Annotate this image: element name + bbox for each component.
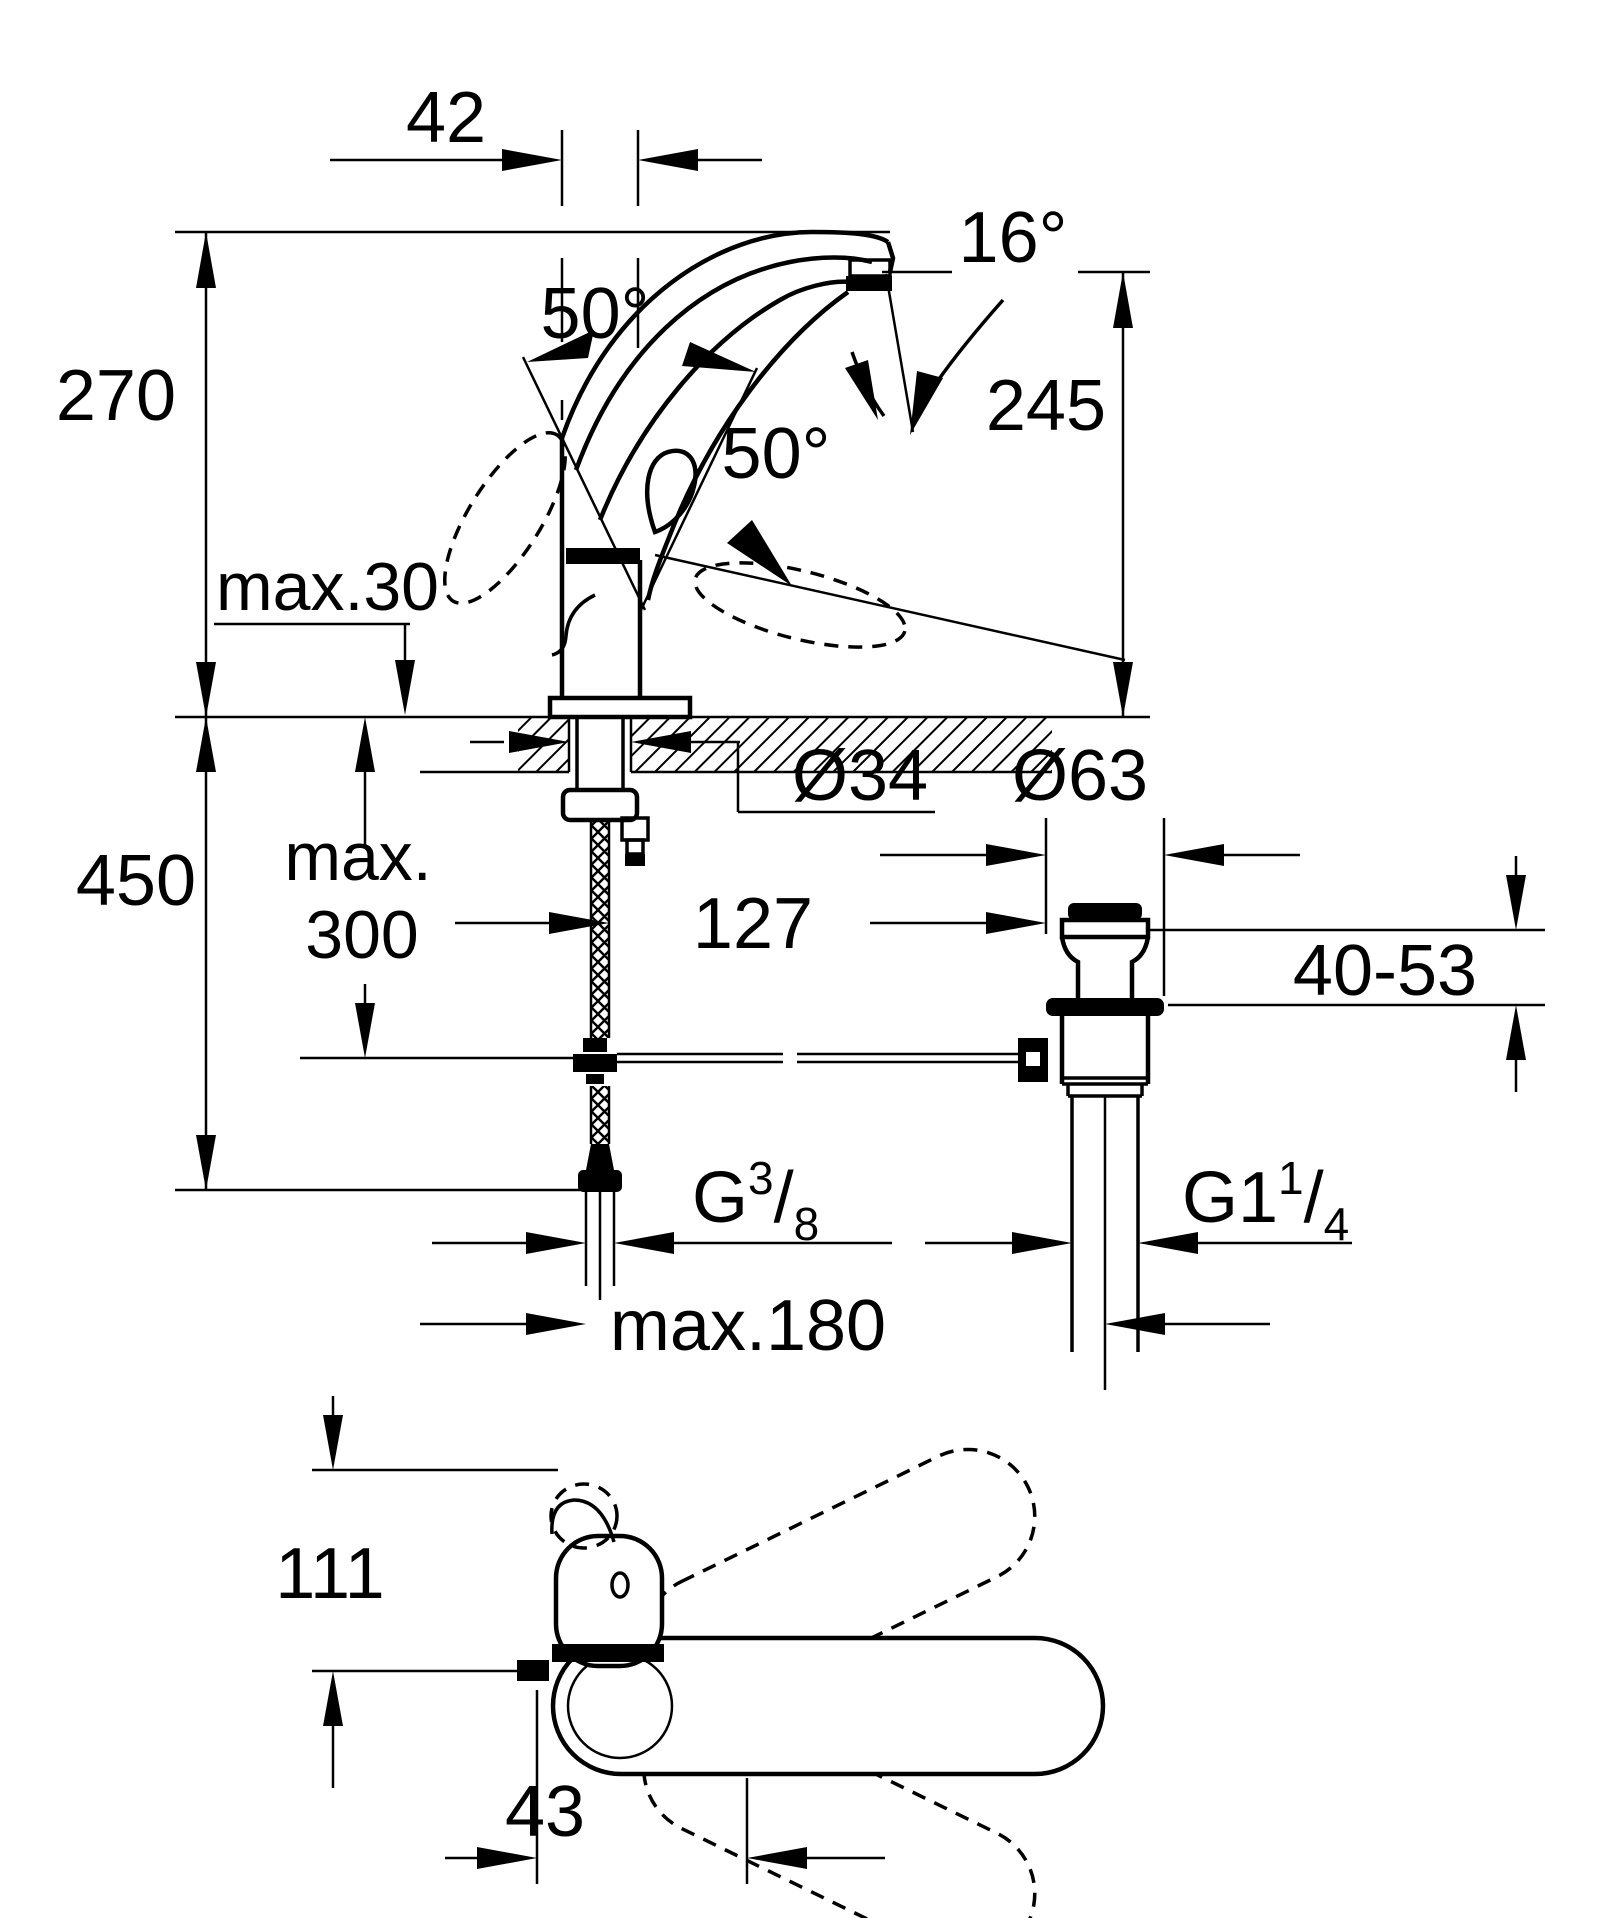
pull-rod <box>300 1052 1018 1064</box>
handle-swing-dashed-upper <box>641 1447 1037 1711</box>
dim-245-label: 245 <box>986 366 1106 446</box>
dim-42-label: 42 <box>406 78 486 158</box>
dim-450-label: 450 <box>76 841 196 921</box>
lever-hook <box>551 593 596 657</box>
dim-40-53-label: 40-53 <box>1293 931 1477 1011</box>
rod-coupling <box>573 1038 617 1084</box>
countertop-deck <box>175 715 1150 774</box>
dim-dia63: Ø63 <box>880 736 1300 996</box>
waste-flange <box>1046 998 1164 1016</box>
dim-127-label: 127 <box>693 884 813 964</box>
handle-position-dashed-back <box>693 561 907 649</box>
rod-pin-top-view <box>517 1660 549 1681</box>
below-deck-assembly <box>560 717 650 1300</box>
dim-g38-label: G3/8 <box>692 1152 819 1250</box>
mounting-nut <box>560 787 640 823</box>
dim-g114: G11/4 <box>925 1152 1352 1254</box>
dim-270: 270 <box>56 232 216 717</box>
angle-labels: 50° 50° 16° <box>527 198 1067 586</box>
angle-50-open-label: 50° <box>541 274 650 354</box>
dim-max300: max. 300 <box>284 717 432 1058</box>
dim-40-53: 40-53 <box>1150 856 1545 1092</box>
handle-position-dashed-left <box>443 430 567 606</box>
dim-42: 42 <box>330 78 762 420</box>
handle-tip-dashed <box>549 1482 619 1550</box>
handle-top-view <box>553 1533 665 1669</box>
dim-450: 450 <box>76 717 580 1192</box>
side-view: 42 270 max.30 50° <box>56 78 1545 1390</box>
angle-50-back-label: 50° <box>722 414 831 494</box>
dim-43: 43 <box>445 1690 885 1884</box>
faucet-body <box>443 229 1126 720</box>
g38-connector <box>586 1144 614 1170</box>
flexible-hose-upper <box>591 820 609 1038</box>
dim-g38: G3/8 <box>432 1152 892 1254</box>
dim-127: 127 <box>455 884 1046 964</box>
base-flange <box>547 695 693 720</box>
dim-max180-label: max.180 <box>610 1286 886 1366</box>
dim-max300-value: 300 <box>305 897 418 973</box>
dim-111-label: 111 <box>275 1534 384 1614</box>
dim-max300-word: max. <box>284 819 431 895</box>
cartridge-band <box>566 548 640 564</box>
dim-max30-label: max.30 <box>216 549 439 625</box>
dim-43-label: 43 <box>505 1772 585 1852</box>
handle-loop <box>645 448 698 535</box>
dim-max30: max.30 <box>214 549 439 715</box>
waste-knob <box>1068 903 1142 920</box>
dim-dia34-label: Ø34 <box>792 736 928 816</box>
top-view: 111 43 <box>275 1396 1106 1918</box>
flexible-hose-lower <box>591 1086 609 1144</box>
pop-up-waste <box>300 903 1164 1390</box>
dim-max180: max.180 <box>420 1286 1270 1366</box>
spout-top-view <box>550 1635 1106 1777</box>
dim-270-label: 270 <box>56 356 176 436</box>
dim-dia34: Ø34 <box>470 731 935 816</box>
dim-dia63-label: Ø63 <box>1012 736 1148 816</box>
dim-g114-label: G11/4 <box>1182 1152 1349 1250</box>
angle-16-label: 16° <box>959 198 1068 278</box>
dim-245: 245 <box>882 270 1150 717</box>
dim-111: 111 <box>275 1396 558 1788</box>
